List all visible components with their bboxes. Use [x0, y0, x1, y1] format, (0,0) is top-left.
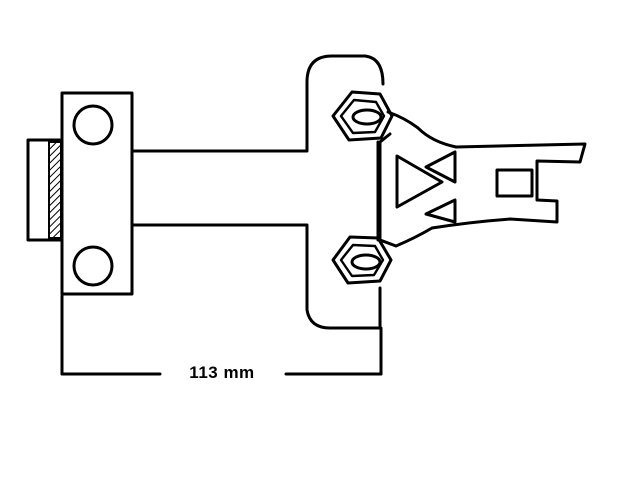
yoke-slot — [495, 168, 534, 198]
end-block — [60, 91, 134, 296]
yoke-body — [376, 110, 587, 248]
triangle-marks — [395, 150, 457, 224]
bracket-plate — [305, 54, 385, 330]
friction-pad — [26, 138, 64, 242]
upper-hole — [72, 104, 114, 146]
lower-hole — [72, 245, 114, 287]
upper-nut — [331, 90, 394, 142]
dimension-label: 113 mm — [166, 362, 278, 384]
shaft — [130, 116, 309, 260]
lower-nut — [331, 235, 393, 285]
dimension-line — [60, 294, 383, 376]
